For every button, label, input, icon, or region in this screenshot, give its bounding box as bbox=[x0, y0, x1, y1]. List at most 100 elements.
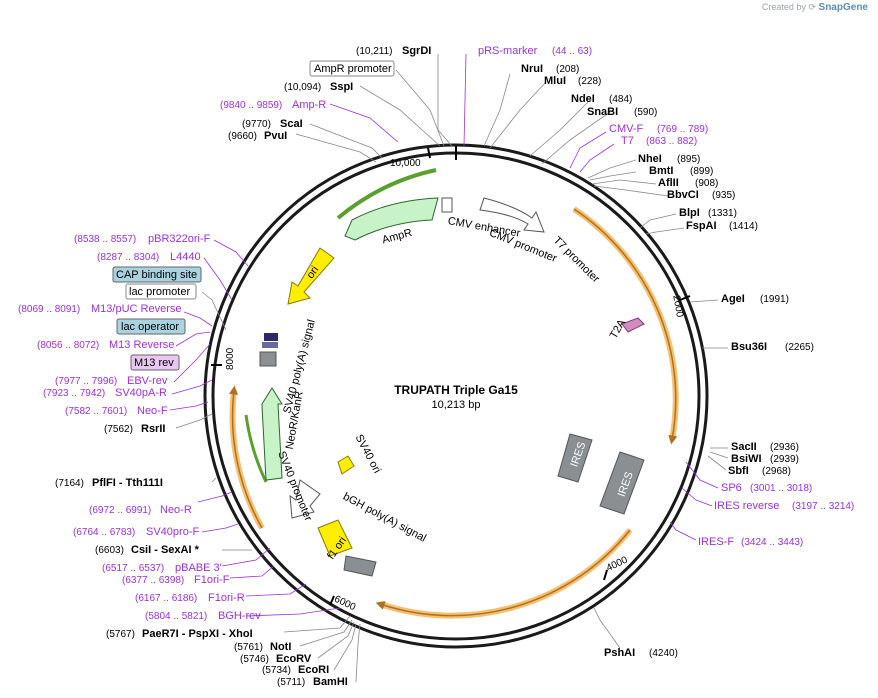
enzyme-aflii[interactable]: AflII bbox=[658, 177, 679, 189]
primer-ebv-rev[interactable]: EBV-rev bbox=[127, 375, 168, 387]
enzyme-pos-agei: (1991) bbox=[760, 294, 789, 305]
ampr-label: AmpR bbox=[381, 227, 414, 247]
box-ampr-promoter[interactable] bbox=[309, 60, 395, 77]
enzyme-pos-pshai: (4240) bbox=[649, 648, 678, 659]
primer-neo-r[interactable]: Neo-R bbox=[160, 504, 192, 516]
enzyme-pos-bsiwi: (2939) bbox=[770, 454, 799, 465]
enzyme-nhei[interactable]: NheI bbox=[638, 153, 662, 165]
primer-neo-f[interactable]: Neo-F bbox=[137, 405, 168, 417]
enzyme-pos-bbvci: (935) bbox=[712, 190, 735, 201]
enzyme-ndei[interactable]: NdeI bbox=[571, 93, 595, 105]
enzyme-pos-sgrdi: (10,211) bbox=[356, 46, 393, 57]
primer-m13-puc-reverse[interactable]: M13/pUC Reverse bbox=[91, 303, 181, 315]
tick-label-2000: 2000 bbox=[670, 294, 685, 318]
primer-sv40pro-f[interactable]: SV40pro-F bbox=[146, 526, 199, 538]
primer-sv40pa-r[interactable]: SV40pA-R bbox=[115, 387, 167, 399]
primer-range-t7: (863 .. 882) bbox=[646, 136, 697, 147]
sv40-polya-block-1[interactable] bbox=[264, 333, 278, 341]
primer-range-ires-reverse: (3197 .. 3214) bbox=[792, 501, 854, 512]
enzyme-fspai[interactable]: FspAI bbox=[686, 220, 717, 232]
leader-sgrdi bbox=[437, 54, 453, 147]
cds-arc-right bbox=[573, 208, 678, 445]
primer-cmv-f[interactable]: CMV-F bbox=[609, 123, 644, 135]
enzyme-pvui[interactable]: PvuI bbox=[264, 130, 287, 142]
tick-2000 bbox=[679, 295, 691, 301]
enzyme-noti[interactable]: NotI bbox=[270, 641, 291, 653]
primer-prs-marker[interactable]: pRS-marker bbox=[478, 45, 538, 57]
primer-range-amp-r: (9840 .. 9859) bbox=[220, 100, 282, 111]
box-m13-rev[interactable] bbox=[130, 354, 180, 371]
enzyme-paer7i-pspxi-xhoi[interactable]: PaeR7I - PspXI - XhoI bbox=[142, 628, 253, 640]
enzyme-bbvci[interactable]: BbvCI bbox=[667, 189, 699, 201]
primer-sp6[interactable]: SP6 bbox=[721, 482, 742, 494]
primer-ires-reverse[interactable]: IRES reverse bbox=[714, 500, 779, 512]
primer-f1ori-f[interactable]: F1ori-F bbox=[194, 574, 230, 586]
cmv-promoter-feature[interactable] bbox=[479, 197, 545, 233]
enzyme-bsu36i[interactable]: Bsu36I bbox=[731, 341, 767, 353]
enzyme-pos-sbfi: (2968) bbox=[762, 466, 791, 477]
cds-arc-bottom-glow bbox=[379, 528, 633, 619]
enzyme-bmti[interactable]: BmtI bbox=[649, 165, 673, 177]
enzyme-pshai[interactable]: PshAI bbox=[604, 647, 635, 659]
small-white-feature[interactable] bbox=[441, 197, 453, 213]
ires-feature-1[interactable] bbox=[557, 433, 593, 483]
box-cap-binding-site[interactable] bbox=[112, 266, 202, 283]
enzyme-scai[interactable]: ScaI bbox=[280, 118, 303, 130]
enzyme-pos-fspai: (1414) bbox=[729, 221, 758, 232]
box-lac-promoter[interactable] bbox=[125, 283, 197, 300]
ires-feature-2[interactable] bbox=[599, 451, 645, 515]
primer-pbr322ori-f[interactable]: pBR322ori-F bbox=[148, 233, 211, 245]
enzyme-agei[interactable]: AgeI bbox=[721, 293, 745, 305]
primer-range-sv40pa-r: (7923 .. 7942) bbox=[43, 388, 105, 399]
primer-range-pbabe-3: (6517 .. 6537) bbox=[102, 563, 164, 574]
sv40-polya-block-2[interactable] bbox=[262, 342, 278, 348]
tick-label-6000: 6000 bbox=[332, 594, 357, 614]
enzyme-pos-scai: (9770) bbox=[242, 119, 271, 130]
primer-pbabe-3[interactable]: pBABE 3' bbox=[175, 562, 222, 574]
enzyme-pos-bsu36i: (2265) bbox=[785, 342, 814, 353]
enzyme-rsrii[interactable]: RsrII bbox=[141, 423, 165, 435]
enzyme-pflfi-tth111i[interactable]: PflFI - Tth111I bbox=[92, 477, 163, 489]
primer-ires-f[interactable]: IRES-F bbox=[698, 536, 734, 548]
enzyme-sspi[interactable]: SspI bbox=[330, 81, 353, 93]
sv40-polya-block-3[interactable] bbox=[259, 351, 277, 367]
bgh-polya-label: bGH poly(A) signal bbox=[341, 491, 428, 545]
sv40-promoter-feature[interactable] bbox=[289, 479, 321, 519]
enzyme-mlui[interactable]: MluI bbox=[544, 75, 566, 87]
ori-feature[interactable] bbox=[287, 247, 335, 305]
primer-bgh-rev[interactable]: BGH-rev bbox=[218, 610, 261, 622]
primer-range-prs-marker: (44 .. 63) bbox=[552, 46, 592, 57]
primer-range-sp6: (3001 .. 3018) bbox=[750, 483, 812, 494]
enzyme-ecorv[interactable]: EcoRV bbox=[276, 653, 312, 665]
ori-label: ori bbox=[304, 264, 321, 281]
primer-range-m13-puc-reverse: (8069 .. 8091) bbox=[18, 304, 80, 315]
f1-ori-feature[interactable] bbox=[317, 519, 353, 557]
primer-m13-reverse[interactable]: M13 Reverse bbox=[109, 339, 174, 351]
enzyme-sbfi[interactable]: SbfI bbox=[728, 465, 749, 477]
plasmid-name: TRUPATH Triple Ga15 bbox=[394, 383, 518, 397]
primer-t7[interactable]: T7 bbox=[621, 135, 634, 147]
enzyme-pos-ecori: (5734) bbox=[262, 665, 291, 676]
primer-range-sv40pro-f: (6764 .. 6783) bbox=[73, 527, 135, 538]
primer-l4440[interactable]: L4440 bbox=[170, 251, 201, 263]
primer-f1ori-r[interactable]: F1ori-R bbox=[208, 592, 245, 604]
enzyme-bamhi[interactable]: BamHI bbox=[313, 676, 348, 688]
enzyme-blpi[interactable]: BlpI bbox=[679, 207, 700, 219]
t2a-feature[interactable] bbox=[621, 317, 645, 333]
neor-kanr-feature[interactable] bbox=[261, 387, 283, 481]
primer-range-f1ori-r: (6167 .. 6186) bbox=[135, 593, 197, 604]
enzyme-sacii[interactable]: SacII bbox=[731, 441, 757, 453]
box-lac-operator[interactable] bbox=[116, 318, 186, 335]
enzyme-bsiwi[interactable]: BsiWI bbox=[731, 453, 762, 465]
enzyme-snabi[interactable]: SnaBI bbox=[587, 106, 618, 118]
ampr-arc bbox=[336, 168, 437, 220]
bgh-polya-feature[interactable] bbox=[343, 555, 377, 577]
primer-amp-r[interactable]: Amp-R bbox=[292, 99, 326, 111]
ampr-feature[interactable] bbox=[344, 197, 439, 241]
enzyme-sgrdi[interactable]: SgrDI bbox=[402, 45, 431, 57]
primer-range-ebv-rev: (7977 .. 7996) bbox=[55, 376, 117, 387]
enzyme-nrui[interactable]: NruI bbox=[521, 63, 543, 75]
sv40-ori-feature[interactable] bbox=[337, 455, 355, 475]
enzyme-ecori[interactable]: EcoRI bbox=[298, 664, 329, 676]
enzyme-csii-sexai[interactable]: CsiI - SexAI * bbox=[131, 544, 200, 556]
